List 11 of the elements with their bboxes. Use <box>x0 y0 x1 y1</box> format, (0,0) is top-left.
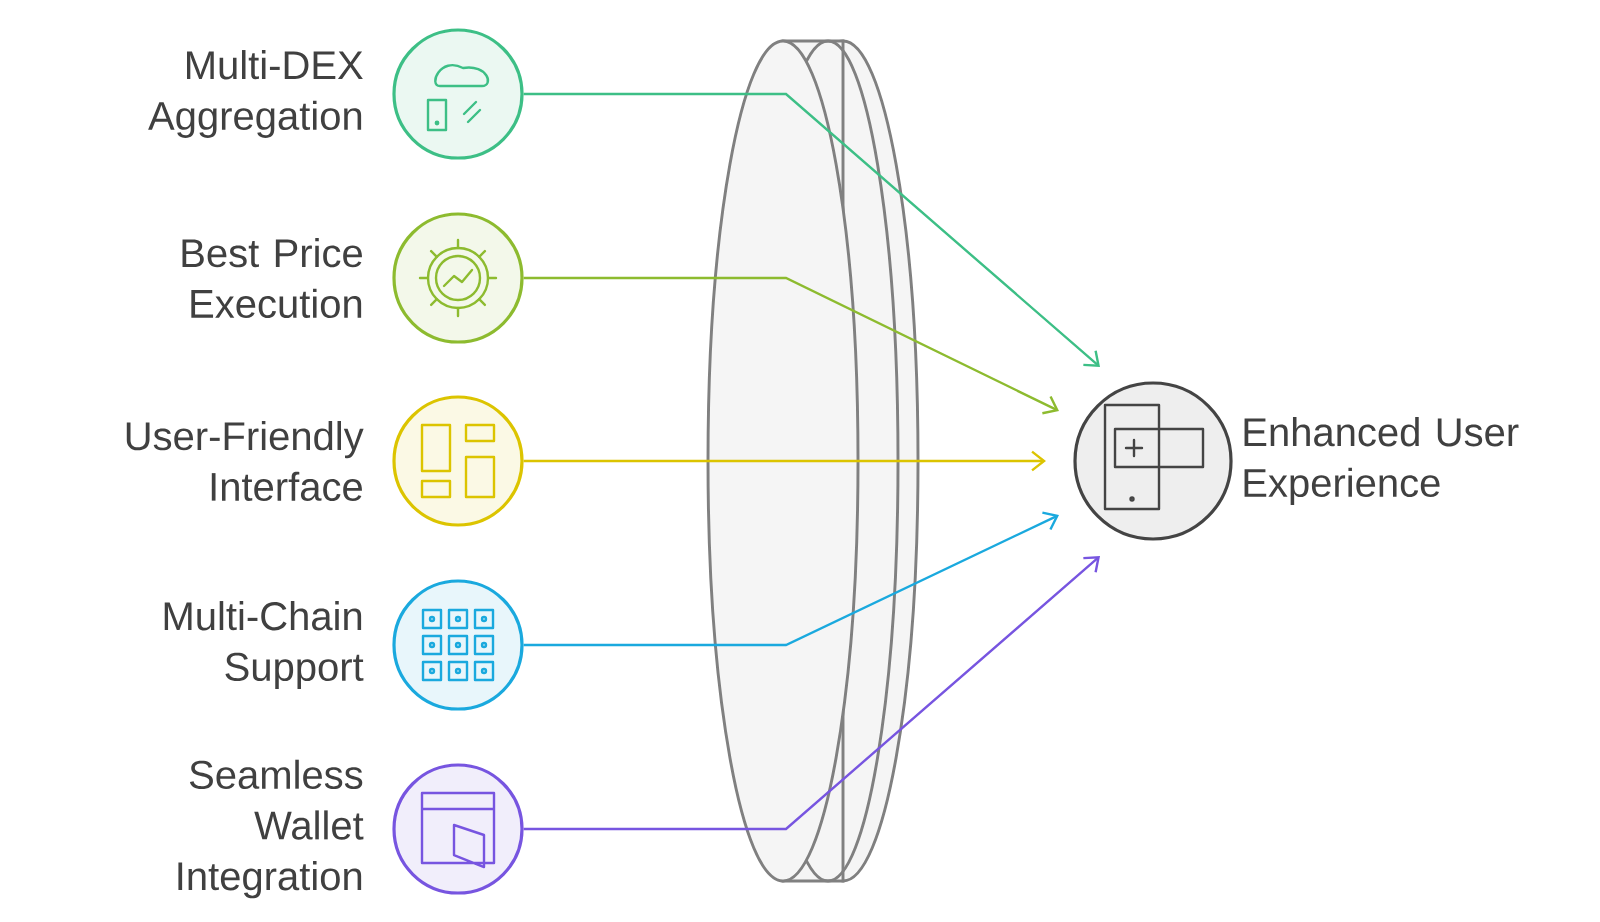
arrow <box>523 92 1100 367</box>
node-label: Seamless Wallet Integration <box>178 759 364 899</box>
arrow <box>523 556 1100 831</box>
node-label: Best Price Execution <box>182 238 362 319</box>
arrow <box>523 276 1059 415</box>
arrow <box>523 511 1059 647</box>
arrow <box>523 450 1046 472</box>
node-label: User-Friendly Interface <box>126 421 364 502</box>
node-label: Multi-Chain Support <box>164 601 364 689</box>
node-label: Enhanced User Experience <box>1244 417 1519 505</box>
node-label: Multi-DEX Aggregation <box>148 50 363 138</box>
